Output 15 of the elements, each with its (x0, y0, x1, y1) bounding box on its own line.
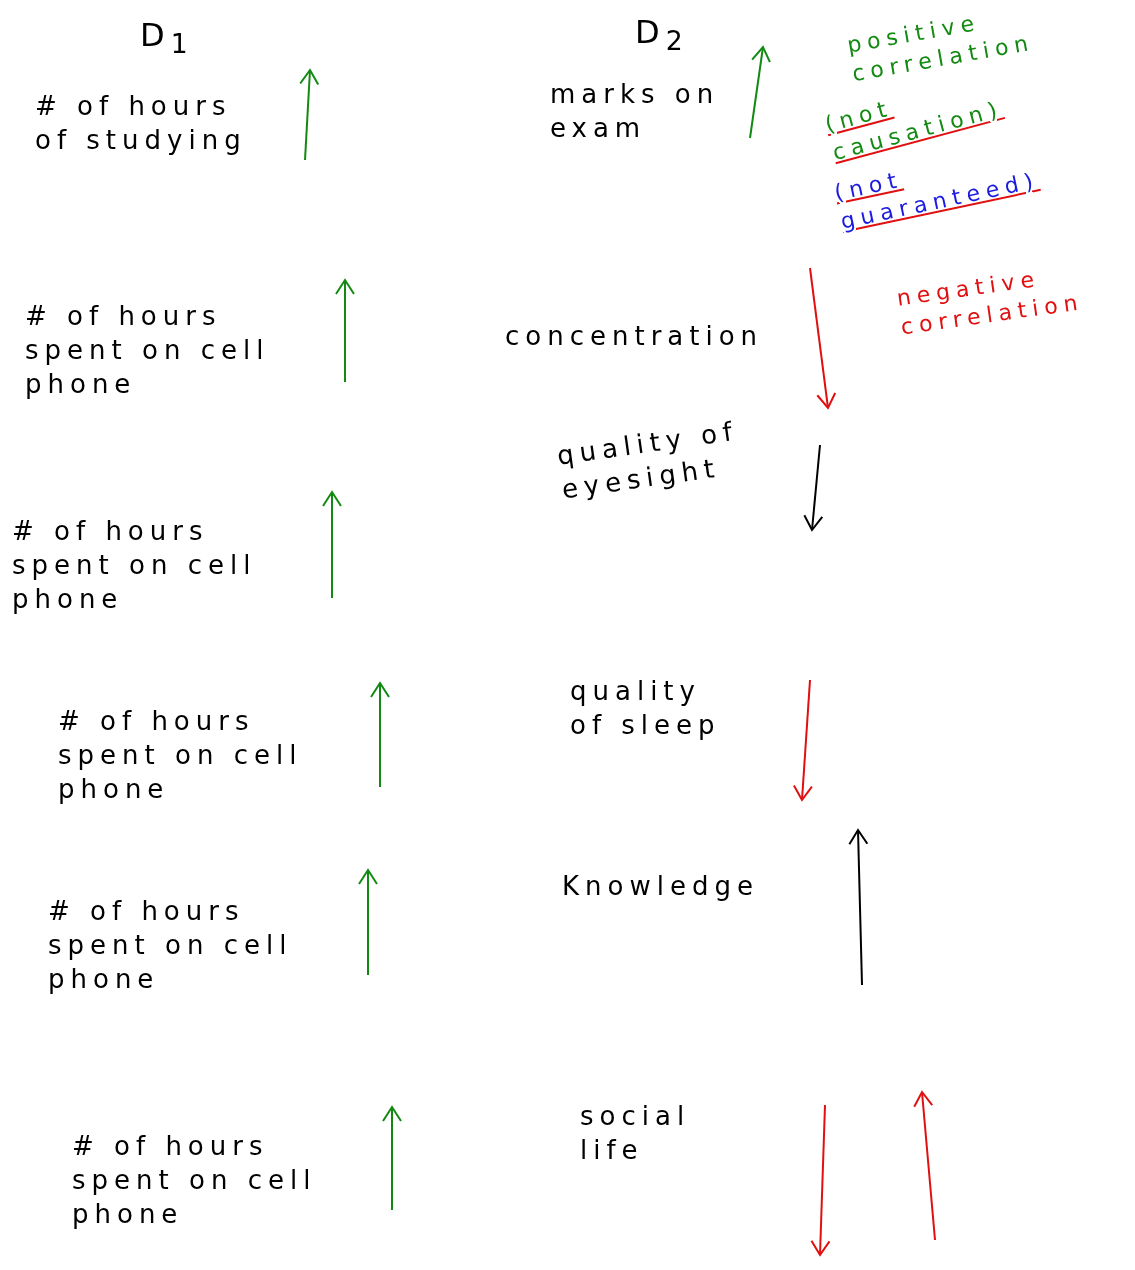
variable-label: # of hours spent on cell phone (72, 1130, 318, 1231)
note-text: negative correlation (895, 264, 1086, 342)
variable-label: # of hours of studying (35, 90, 248, 157)
column-heading: D$_{2}$ (635, 12, 690, 59)
variable-label: quality of sleep (570, 675, 722, 742)
variable-label: quality of eyesight (555, 414, 741, 507)
variable-label: Knowledge (562, 870, 760, 903)
variable-label: # of hours spent on cell phone (58, 705, 304, 806)
variable-label: concentration (505, 320, 765, 353)
variable-label: social life (580, 1100, 692, 1167)
variable-label: # of hours spent on cell phone (25, 300, 271, 401)
variable-label: # of hours spent on cell phone (48, 895, 294, 996)
variable-label: marks on exam (550, 78, 721, 145)
column-heading: D$_{1}$ (140, 15, 195, 62)
variable-label: # of hours spent on cell phone (12, 515, 258, 616)
